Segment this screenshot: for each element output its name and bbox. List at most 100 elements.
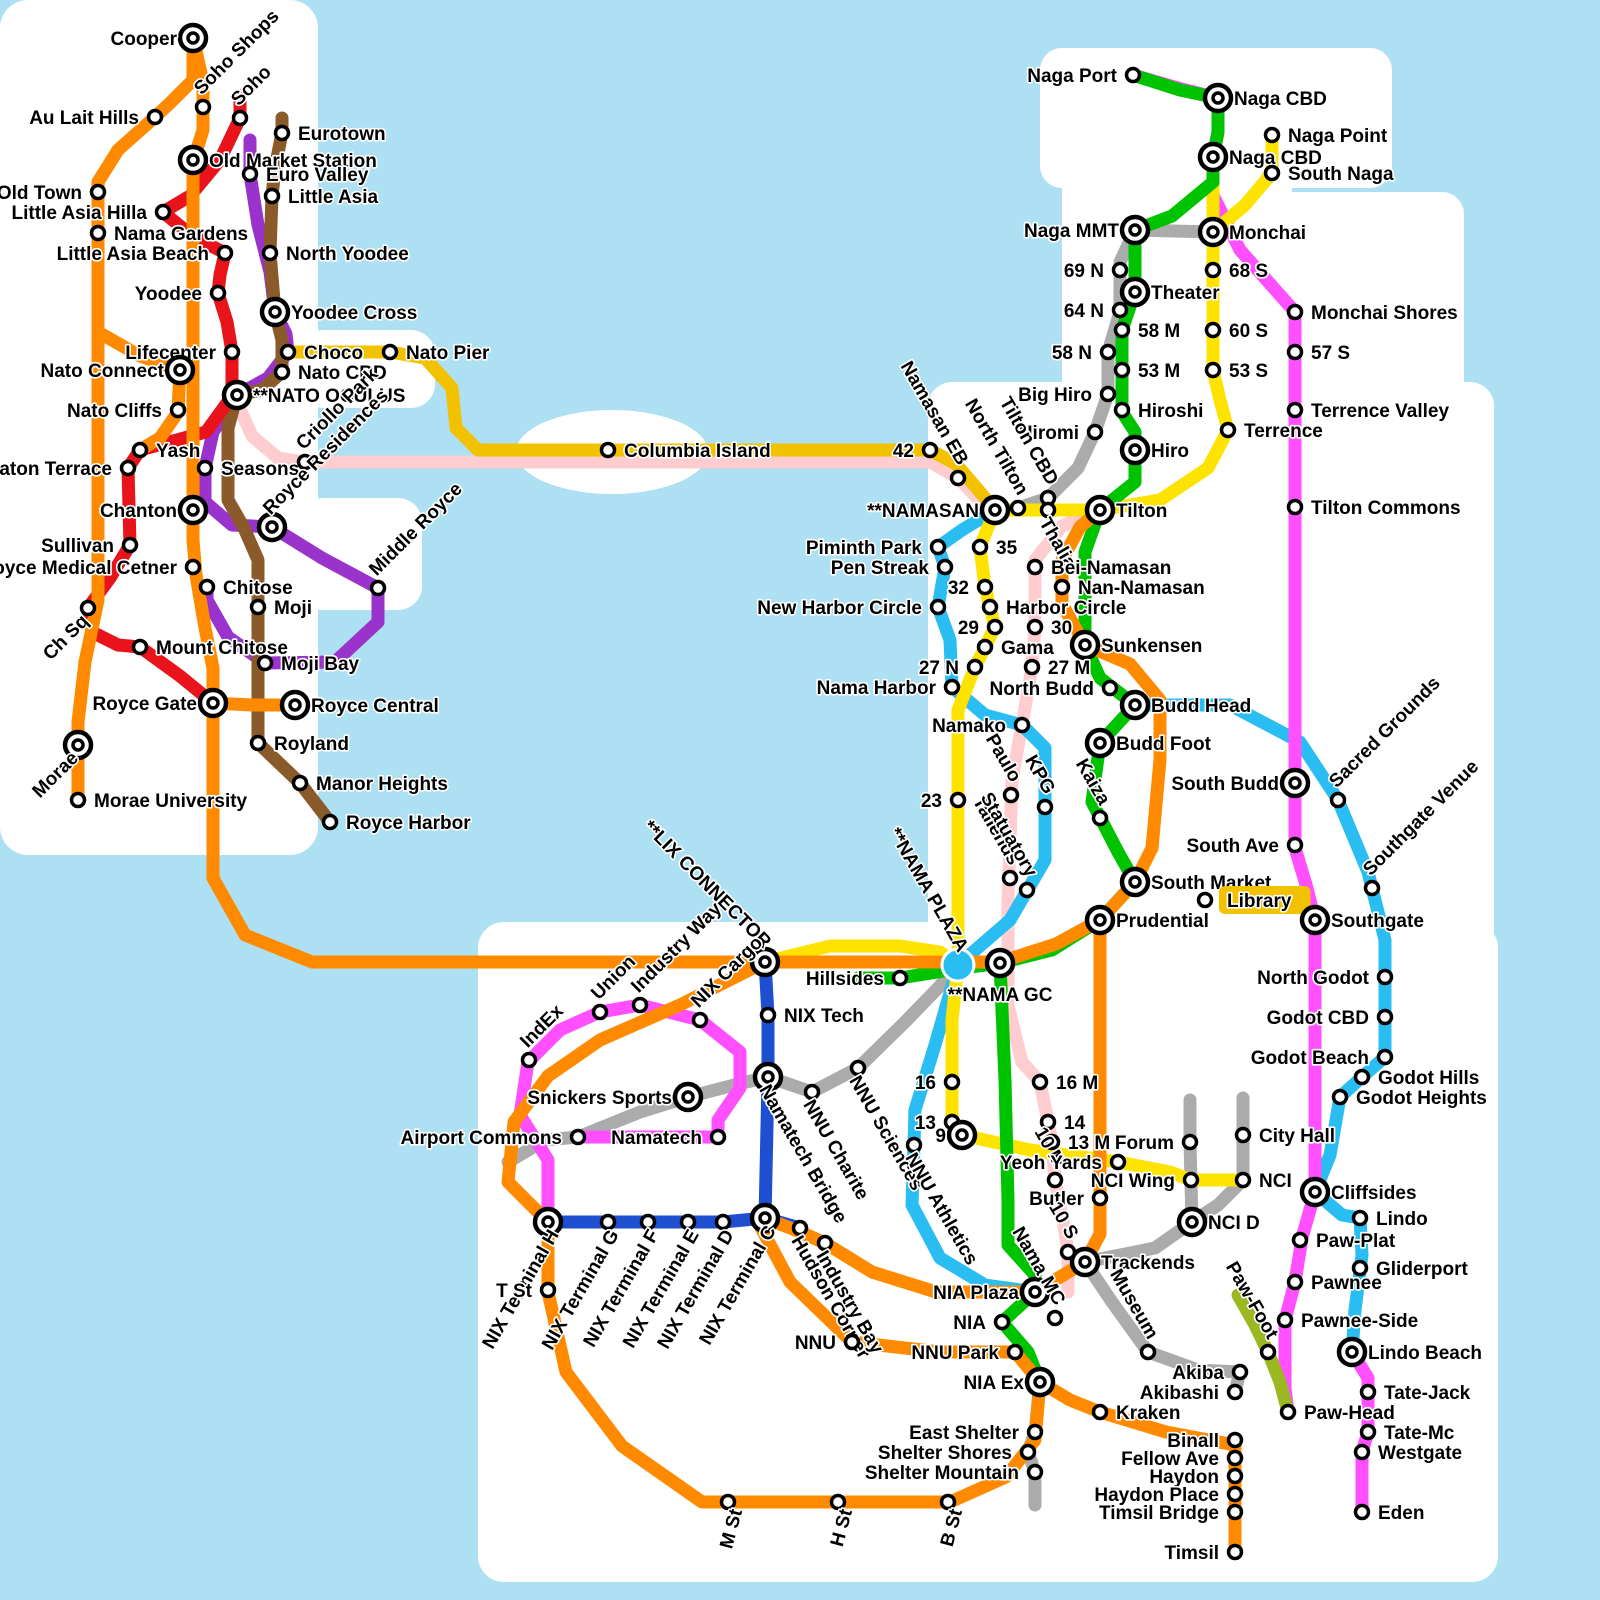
station-label: **NAMA GC — [948, 985, 1053, 1006]
interchange-marker-inner — [1078, 1255, 1092, 1269]
station-label: Mount Chitose — [156, 638, 288, 659]
station-label: Haydon Place — [1094, 1485, 1219, 1506]
station-label: Chanton — [100, 501, 177, 522]
stop-marker — [1086, 423, 1104, 441]
station-53-m: 53 M — [1113, 359, 1182, 384]
station-label: Royce Central — [311, 696, 439, 717]
station-label: 64 N — [1064, 301, 1104, 322]
station-yash: Yash — [131, 439, 202, 464]
station-south-naga: South Naga — [1263, 162, 1396, 187]
station-label: Namatech — [611, 1128, 702, 1149]
stop-marker — [966, 658, 984, 676]
interchange-marker-inner — [71, 738, 85, 752]
station-label: 13 — [915, 1113, 936, 1134]
station-label: 53 S — [1229, 361, 1268, 382]
station-nnu-park: NNU Park — [910, 1341, 1024, 1366]
station-label: Terrence — [1244, 421, 1323, 442]
stop-marker — [1006, 1343, 1024, 1361]
stop-marker — [1026, 1423, 1044, 1441]
station-budd-head: Budd Head — [1119, 689, 1253, 721]
stop-marker — [1351, 1259, 1369, 1277]
line-gray-naga — [1011, 223, 1220, 515]
station-label: Snickers Sports — [527, 1088, 672, 1109]
station-label: Binall — [1167, 1431, 1219, 1452]
station-label: Tate-Mc — [1384, 1423, 1455, 1444]
stop-marker — [569, 1128, 587, 1146]
station-label: Godot Heights — [1356, 1088, 1487, 1109]
stop-marker — [939, 1493, 957, 1511]
stop-marker — [216, 244, 234, 262]
station-shelter-mountain: Shelter Mountain — [863, 1461, 1044, 1486]
station-label: Sullivan — [41, 536, 114, 557]
station-label: Akibashi — [1140, 1383, 1219, 1404]
stop-marker — [1039, 1113, 1057, 1131]
station-label: Budd Foot — [1116, 734, 1212, 755]
station-godot-cbd: Godot CBD — [1265, 1006, 1394, 1031]
station-manor-heights: Manor Heights — [291, 772, 450, 797]
interchange-marker-inner — [1078, 638, 1092, 652]
station-13: 13 — [913, 1111, 961, 1136]
stop-marker — [369, 579, 387, 597]
station-label: T St — [496, 1281, 533, 1302]
station-nci-d: NCI D — [1176, 1206, 1261, 1238]
station-label: 29 — [958, 618, 979, 639]
station-label: NNU Park — [911, 1343, 999, 1364]
station-moji-bay: Moji Bay — [256, 652, 361, 677]
stop-marker — [539, 1281, 557, 1299]
stop-marker — [1036, 798, 1054, 816]
station-godot-beach: Godot Beach — [1249, 1046, 1394, 1071]
stop-marker — [79, 599, 97, 617]
interchange-marker-inner — [1206, 225, 1220, 239]
stop-marker — [1204, 261, 1222, 279]
station-label: Piminth Park — [806, 538, 923, 559]
station-label: Naga CBD — [1229, 148, 1322, 169]
stop-marker — [843, 1333, 861, 1351]
stop-marker — [1046, 1309, 1064, 1327]
stop-marker — [829, 1493, 847, 1511]
station-godot-hills: Godot Hills — [1353, 1066, 1481, 1091]
interchange-marker-inner — [186, 153, 200, 167]
station-label: Nama Harbor — [817, 678, 937, 699]
station-label: Gama — [1001, 638, 1054, 659]
stop-marker — [131, 638, 149, 656]
stop-marker — [1023, 658, 1041, 676]
stop-marker — [791, 1219, 809, 1237]
stop-marker — [89, 224, 107, 242]
stop-marker — [709, 1128, 727, 1146]
station-royce-medical-cetner: Royce Medical Cetner — [0, 556, 202, 581]
station-timsil: Timsil — [1163, 1541, 1244, 1566]
stop-marker — [1286, 836, 1304, 854]
stop-marker — [981, 598, 999, 616]
station-label: 58 N — [1052, 343, 1092, 364]
station-airport-commons: Airport Commons — [399, 1126, 587, 1151]
station-label: Naga Port — [1027, 66, 1117, 87]
station-label: Royland — [274, 734, 349, 755]
station-label: Manor Heights — [316, 774, 448, 795]
station-north-yoodee: North Yoodee — [261, 242, 410, 267]
stop-marker — [1204, 361, 1222, 379]
stop-marker — [184, 558, 202, 576]
stop-marker — [1002, 786, 1020, 804]
station-label: NIA Ex — [963, 1373, 1024, 1394]
station-naga-cbd: Naga CBD — [1202, 82, 1329, 114]
station-label: NIA Plaza — [933, 1283, 1019, 1304]
station-cliffsides: Cliffsides — [1299, 1176, 1418, 1208]
interchange-marker-inner — [230, 388, 244, 402]
line-yellow-nama — [945, 503, 1002, 1142]
station-label: Pawnee — [1311, 1273, 1382, 1294]
stop-marker — [231, 109, 249, 127]
station-30: 30 — [1026, 616, 1074, 641]
interchange-marker-inner — [1093, 913, 1107, 927]
station-27-n: 27 N — [917, 656, 984, 681]
interchange-marker-inner — [758, 955, 772, 969]
station-label: Au Lait Hills — [29, 108, 139, 129]
station-royce-gate: Royce Gate — [91, 687, 229, 719]
stop-marker — [196, 459, 214, 477]
station-label: Chitose — [223, 578, 293, 599]
station-label: Paw-Head — [1304, 1403, 1395, 1424]
stop-marker — [1009, 499, 1027, 517]
line-cyan-godot — [1128, 698, 1392, 1359]
station-label: Yoodee Cross — [291, 303, 417, 324]
station-label: Big Hiro — [1018, 385, 1092, 406]
interchange-marker-inner — [761, 1070, 775, 1084]
